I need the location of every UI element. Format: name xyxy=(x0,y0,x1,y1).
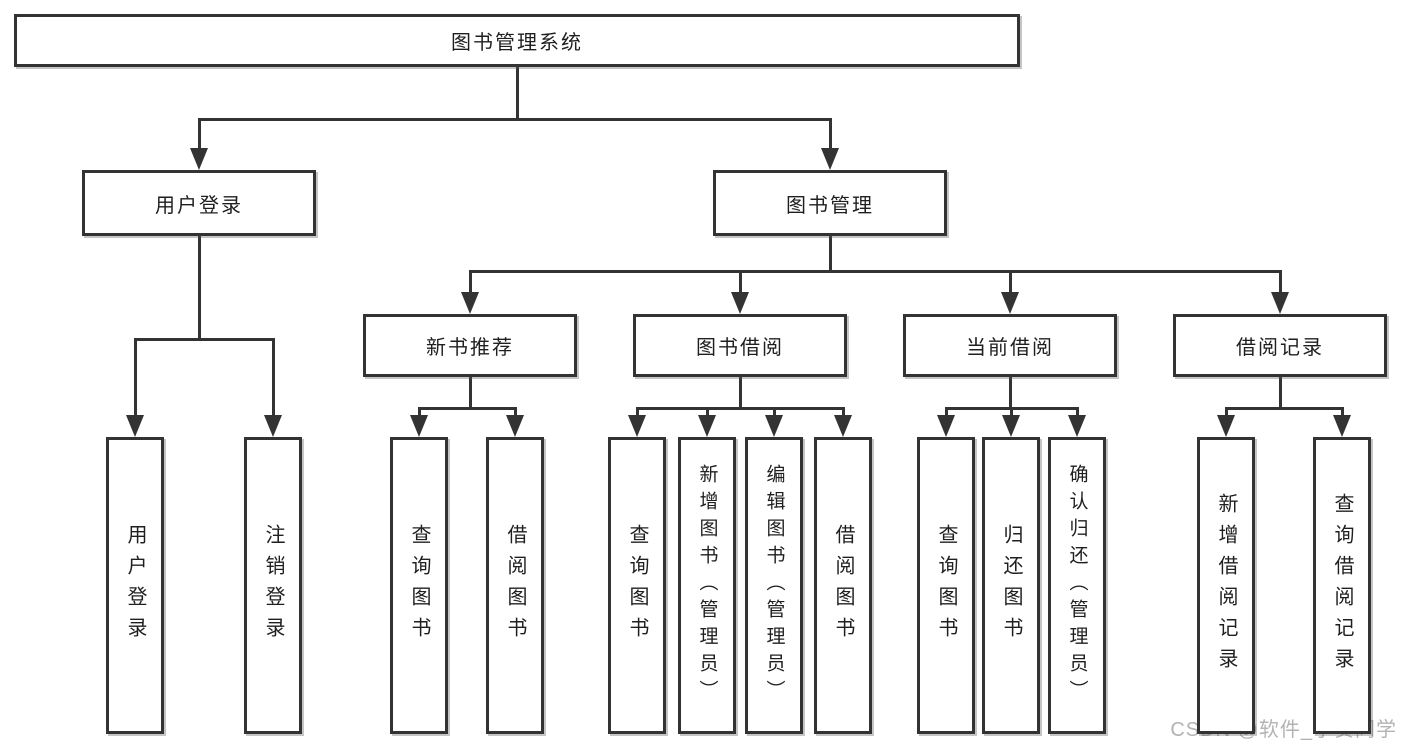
node-label-logout-leaf: 注销登录 xyxy=(262,523,284,648)
arrowhead-down-icon xyxy=(461,292,479,314)
node-recommend-query-books: 查询图书 xyxy=(390,437,448,734)
arrowhead-down-icon xyxy=(1333,415,1351,437)
node-user-login-leaf: 用户登录 xyxy=(106,437,164,734)
connector-line xyxy=(468,270,1282,273)
connector-line xyxy=(271,338,275,419)
arrowhead-down-icon xyxy=(264,415,282,437)
connector-line xyxy=(515,67,519,121)
node-book-borrowing: 图书借阅 xyxy=(633,314,847,377)
connector-line xyxy=(133,338,137,419)
connector-line xyxy=(1278,270,1282,296)
node-logout-leaf: 注销登录 xyxy=(244,437,302,734)
node-current-borrowing: 当前借阅 xyxy=(903,314,1117,377)
connector-line xyxy=(1224,407,1228,419)
node-book-management-branch: 图书管理 xyxy=(713,170,947,236)
connector-line xyxy=(513,407,517,419)
connector-line xyxy=(828,236,832,273)
arrowhead-down-icon xyxy=(126,415,144,437)
arrowhead-down-icon xyxy=(821,148,839,170)
connector-line xyxy=(1224,407,1344,410)
node-new-book-recommend: 新书推荐 xyxy=(363,314,577,377)
connector-line xyxy=(944,407,948,419)
connector-line xyxy=(468,270,472,296)
connector-line xyxy=(1008,377,1012,410)
node-label-borrowing-add-books-admin: 新增图书（管理员） xyxy=(696,464,718,707)
connector-line xyxy=(841,407,845,419)
node-label-current-borrowing: 当前借阅 xyxy=(966,337,1054,359)
connector-line xyxy=(1340,407,1344,419)
arrowhead-down-icon xyxy=(1001,292,1019,314)
connector-line xyxy=(1008,270,1012,296)
node-records-query-record: 查询借阅记录 xyxy=(1313,437,1371,734)
node-label-current-return-books: 归还图书 xyxy=(1000,523,1022,648)
arrowhead-down-icon xyxy=(765,415,783,437)
node-user-login-branch: 用户登录 xyxy=(82,170,316,236)
node-current-query-books: 查询图书 xyxy=(917,437,975,734)
node-label-library-system-root: 图书管理系统 xyxy=(451,32,583,54)
arrowhead-down-icon xyxy=(506,415,524,437)
connector-line xyxy=(738,270,742,296)
node-borrowing-add-books-admin: 新增图书（管理员） xyxy=(678,437,736,734)
connector-line xyxy=(133,338,275,341)
node-borrowing-query-books: 查询图书 xyxy=(608,437,666,734)
node-label-records-query-record: 查询借阅记录 xyxy=(1331,492,1353,679)
connector-line xyxy=(1075,407,1079,419)
arrowhead-down-icon xyxy=(937,415,955,437)
connector-line xyxy=(635,407,845,410)
connector-line xyxy=(772,407,776,419)
node-label-borrowing-edit-books-admin: 编辑图书（管理员） xyxy=(763,464,785,707)
node-borrowing-borrow-books: 借阅图书 xyxy=(814,437,872,734)
node-label-borrowing-borrow-books: 借阅图书 xyxy=(832,523,854,648)
connector-line xyxy=(197,118,201,152)
connector-line xyxy=(1009,407,1013,419)
arrowhead-down-icon xyxy=(190,148,208,170)
node-label-current-query-books: 查询图书 xyxy=(935,523,957,648)
node-label-new-book-recommend: 新书推荐 xyxy=(426,337,514,359)
node-current-return-books: 归还图书 xyxy=(982,437,1040,734)
node-records-add-record: 新增借阅记录 xyxy=(1197,437,1255,734)
connector-line xyxy=(197,118,832,121)
node-label-book-management-branch: 图书管理 xyxy=(786,194,874,217)
connector-line xyxy=(635,407,639,419)
connector-line xyxy=(468,377,472,410)
node-borrowing-records: 借阅记录 xyxy=(1173,314,1387,377)
arrowhead-down-icon xyxy=(1271,292,1289,314)
arrowhead-down-icon xyxy=(834,415,852,437)
node-label-user-login-branch: 用户登录 xyxy=(155,194,243,217)
node-borrowing-edit-books-admin: 编辑图书（管理员） xyxy=(745,437,803,734)
connector-line xyxy=(705,407,709,419)
arrowhead-down-icon xyxy=(410,415,428,437)
connector-line xyxy=(417,407,517,410)
node-label-recommend-borrow-books: 借阅图书 xyxy=(504,523,526,648)
connector-line xyxy=(738,377,742,410)
connector-line xyxy=(828,118,832,152)
node-label-borrowing-query-books: 查询图书 xyxy=(626,523,648,648)
node-recommend-borrow-books: 借阅图书 xyxy=(486,437,544,734)
arrowhead-down-icon xyxy=(628,415,646,437)
connector-line xyxy=(197,236,201,341)
node-label-user-login-leaf: 用户登录 xyxy=(124,523,146,648)
arrowhead-down-icon xyxy=(1068,415,1086,437)
node-library-system-root: 图书管理系统 xyxy=(14,14,1020,67)
node-label-book-borrowing: 图书借阅 xyxy=(696,337,784,359)
connector-line xyxy=(417,407,421,419)
node-label-recommend-query-books: 查询图书 xyxy=(408,523,430,648)
arrowhead-down-icon xyxy=(1002,415,1020,437)
arrowhead-down-icon xyxy=(1217,415,1235,437)
connector-line xyxy=(1278,377,1282,410)
node-label-borrowing-records: 借阅记录 xyxy=(1236,337,1324,359)
arrowhead-down-icon xyxy=(731,292,749,314)
node-label-current-confirm-return-admin: 确认归还（管理员） xyxy=(1066,464,1088,707)
arrowhead-down-icon xyxy=(698,415,716,437)
node-label-records-add-record: 新增借阅记录 xyxy=(1215,492,1237,679)
node-current-confirm-return-admin: 确认归还（管理员） xyxy=(1048,437,1106,734)
